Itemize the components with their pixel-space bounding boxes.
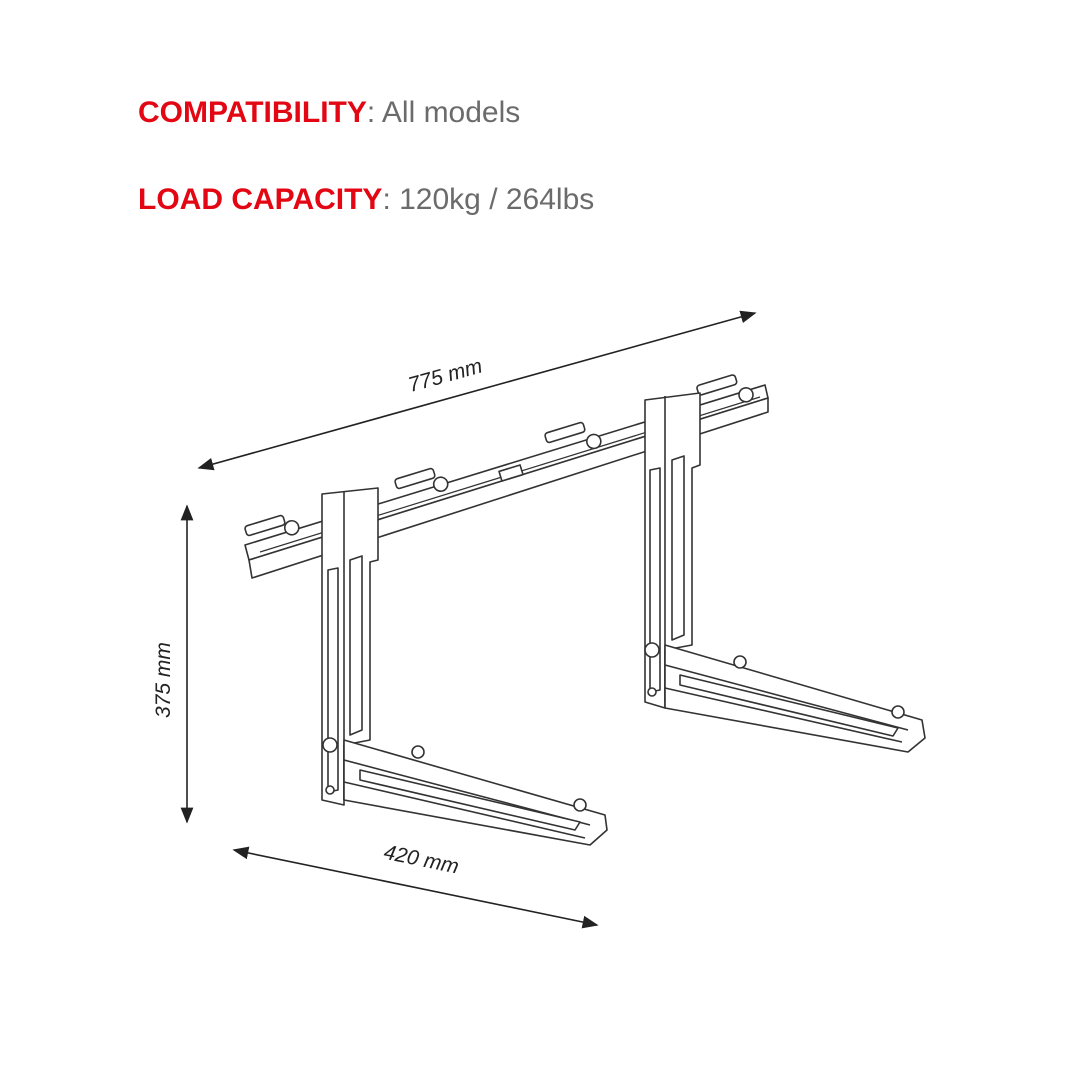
- height-dimension: 375 mm: [152, 504, 194, 824]
- load-capacity-spec: LOAD CAPACITY: 120kg / 264lbs: [138, 183, 594, 217]
- wall-anchors: [244, 374, 754, 537]
- compatibility-value: : All models: [366, 96, 521, 129]
- left-bracket: [321, 487, 608, 846]
- compatibility-spec: COMPATIBILITY: All models: [138, 96, 520, 130]
- load-capacity-label: LOAD CAPACITY: [138, 183, 383, 216]
- height-label: 375 mm: [152, 642, 175, 718]
- depth-dimension: 420 mm: [232, 841, 599, 929]
- compatibility-label: COMPATIBILITY: [138, 96, 367, 129]
- load-capacity-value: : 120kg / 264lbs: [382, 183, 595, 216]
- right-bracket: [644, 392, 926, 753]
- depth-label: 420 mm: [382, 841, 461, 879]
- width-label: 775 mm: [406, 355, 485, 397]
